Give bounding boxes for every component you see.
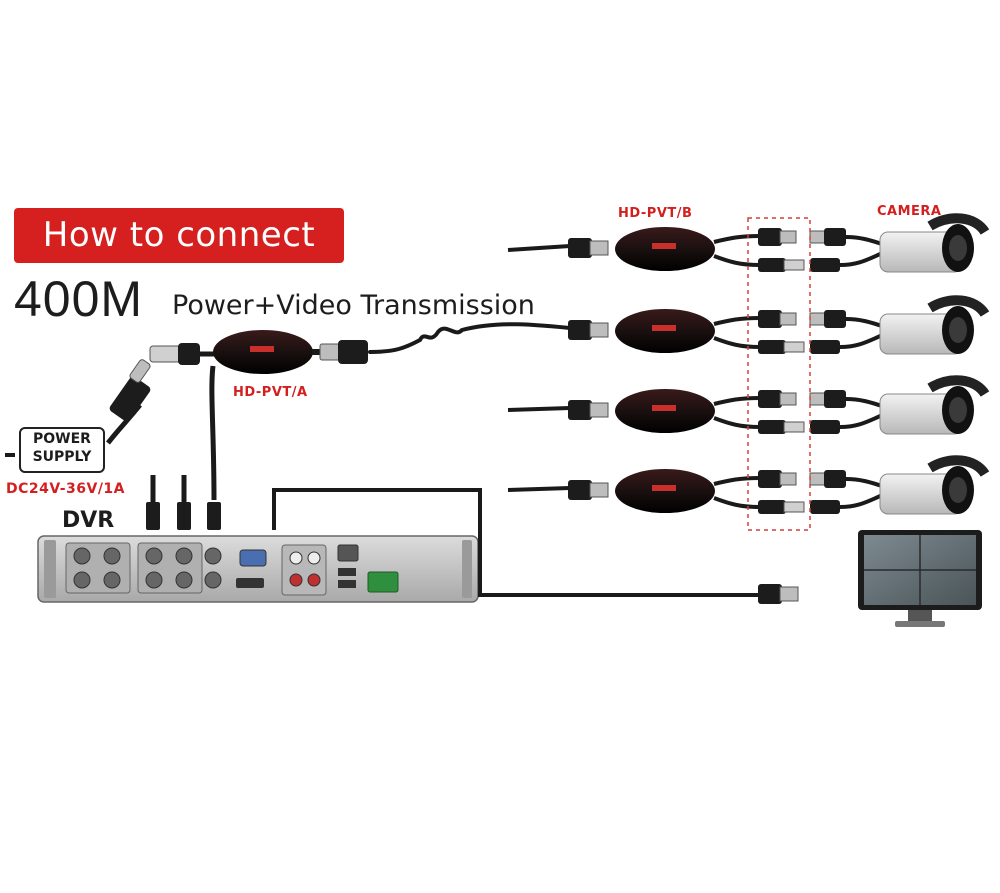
receiver-row-4 bbox=[507, 455, 990, 515]
power-plug bbox=[5, 359, 151, 457]
dvr-unit bbox=[37, 475, 799, 604]
diagram-subtitle: Power+Video Transmission bbox=[172, 290, 535, 321]
dvr-label: DVR bbox=[62, 508, 115, 533]
receiver-row-1 bbox=[507, 213, 990, 273]
transmission-distance: 400M bbox=[14, 271, 144, 327]
power-supply-box bbox=[19, 427, 105, 473]
connection-point-box bbox=[747, 217, 811, 531]
power-spec-label: DC24V-36V/1A bbox=[6, 481, 126, 497]
camera-label: CAMERA bbox=[877, 204, 942, 219]
receiver-row-3 bbox=[507, 375, 990, 435]
transmitter-hd-pvt-a bbox=[149, 330, 368, 501]
how-to-connect-banner: How to connect bbox=[14, 208, 344, 263]
receiver-label: HD-PVT/B bbox=[618, 206, 693, 221]
monitor bbox=[858, 530, 982, 627]
power-supply-label: POWER SUPPLY bbox=[22, 430, 102, 466]
power-supply-line-2: SUPPLY bbox=[32, 449, 92, 465]
receiver-row-2 bbox=[568, 295, 990, 355]
backbone-cable bbox=[368, 322, 592, 354]
transmitter-label: HD-PVT/A bbox=[233, 385, 308, 400]
power-supply-line-1: POWER bbox=[33, 431, 91, 447]
